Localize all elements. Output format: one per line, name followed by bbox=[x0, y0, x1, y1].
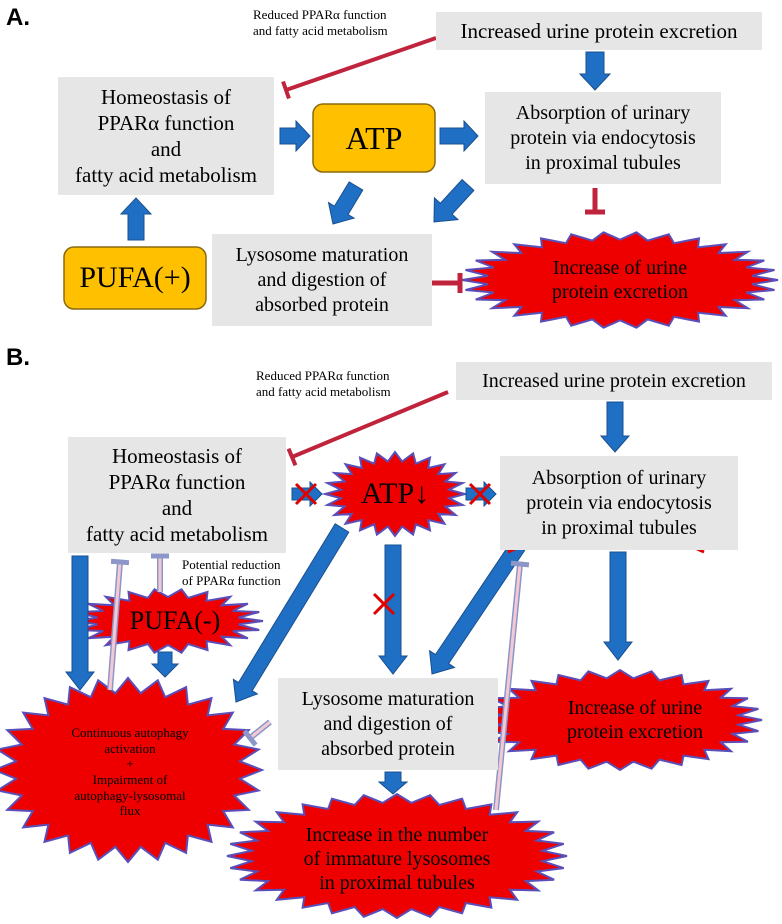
b-homeostasis-text: Homeostasis of PPARα function and fatty … bbox=[86, 443, 268, 547]
a-increased-urine-box: Increased urine protein excretion bbox=[436, 12, 762, 50]
a-arrow-top-to-absorption bbox=[578, 51, 612, 91]
a-atp-box bbox=[312, 103, 436, 173]
b-cross-atp-absorption-b bbox=[468, 482, 492, 506]
b-arrow-pufa-to-autophagy bbox=[150, 651, 180, 678]
a-arrow-pufa-to-homeo bbox=[119, 197, 153, 241]
b-atp-burst bbox=[321, 450, 469, 538]
b-reduced-note: Reduced PPARα function and fatty acid me… bbox=[256, 368, 391, 400]
b-arrow-atp-to-lysosome bbox=[377, 544, 409, 675]
a-increased-urine-text: Increased urine protein excretion bbox=[460, 18, 738, 43]
a-lysosome-box: Lysosome maturation and digestion of abs… bbox=[212, 234, 432, 326]
b-autophagy-burst bbox=[0, 676, 265, 864]
a-pufa-label: PUFA(+) bbox=[79, 261, 191, 294]
b-lysosome-text: Lysosome maturation and digestion of abs… bbox=[301, 687, 475, 760]
b-arrow-atp-to-autophagy bbox=[232, 523, 350, 703]
b-arrow-homeo-to-autophagy bbox=[64, 555, 96, 691]
b-increased-urine-box: Increased urine protein excretion bbox=[456, 362, 772, 400]
b-arrow-absorption-to-increase bbox=[602, 551, 634, 661]
a-arrow-homeo-to-atp bbox=[279, 119, 311, 153]
b-homeostasis-box: Homeostasis of PPARα function and fatty … bbox=[68, 437, 286, 553]
a-inhibit-to-homeostasis bbox=[285, 36, 437, 92]
b-inhibit-lysosome-to-autophagy-bar bbox=[242, 729, 258, 747]
a-atp-label: ATP bbox=[345, 119, 403, 156]
b-cross-homeo-atp-b bbox=[294, 482, 318, 506]
b-inhibit-immature-to-absorption-bar bbox=[510, 560, 530, 568]
a-homeostasis-box: Homeostasis of PPARα function and fatty … bbox=[58, 77, 274, 195]
a-arrow-absorption-to-lysosome bbox=[433, 178, 475, 223]
b-immature-burst bbox=[226, 792, 568, 920]
a-inhibit-to-homeostasis-bar bbox=[281, 80, 291, 100]
a-arrow-atp-to-absorption bbox=[439, 119, 479, 153]
b-increased-urine-text: Increased urine protein excretion bbox=[482, 369, 746, 392]
b-arrow-lysosome-to-immature bbox=[377, 771, 409, 795]
b-inhibit-to-homeostasis bbox=[291, 390, 449, 459]
panel-b-label: B. bbox=[6, 344, 30, 371]
a-arrow-atp-to-lysosome bbox=[327, 181, 364, 225]
b-inhibit-lysosome-to-autophagy bbox=[249, 720, 271, 740]
b-pufa-label: PUFA(-) bbox=[129, 606, 221, 636]
a-increase-label: Increase of urine protein excretion bbox=[551, 257, 689, 303]
b-potential-note: Potential reduction of PPARα function bbox=[182, 557, 281, 589]
b-increase-label: Increase of urine protein excretion bbox=[566, 697, 704, 743]
b-autophagy-label: Continuous autophagy activation + Impair… bbox=[71, 725, 189, 819]
a-pufa-box bbox=[63, 246, 207, 310]
b-absorption-box: Absorption of urinary protein via endocy… bbox=[500, 456, 738, 550]
a-lysosome-text: Lysosome maturation and digestion of abs… bbox=[235, 243, 409, 316]
b-immature-label: Increase in the number of immature lysos… bbox=[303, 824, 491, 894]
b-inhibit-to-homeostasis-bar bbox=[286, 447, 298, 467]
b-inhibit-immature-to-absorption bbox=[494, 563, 522, 811]
a-absorption-text: Absorption of urinary protein via endocy… bbox=[510, 101, 696, 174]
panel-a-label: A. bbox=[6, 4, 30, 31]
b-cross-atp-lysosome-b bbox=[372, 592, 396, 616]
b-arrow-top-to-absorption bbox=[599, 401, 631, 453]
b-atp-label: ATP↓ bbox=[360, 477, 430, 510]
b-arrow-absorption-to-lysosome bbox=[428, 540, 526, 675]
a-absorption-box: Absorption of urinary protein via endocy… bbox=[485, 92, 721, 184]
a-reduced-note: Reduced PPARα function and fatty acid me… bbox=[253, 7, 388, 39]
a-homeostasis-text: Homeostasis of PPARα function and fatty … bbox=[75, 84, 257, 188]
b-lysosome-box: Lysosome maturation and digestion of abs… bbox=[278, 678, 498, 770]
b-absorption-text: Absorption of urinary protein via endocy… bbox=[526, 466, 712, 539]
b-inhibit-autophagy-to-homeo bbox=[108, 561, 122, 691]
b-inhibit-autophagy-to-homeo-bar bbox=[110, 558, 130, 566]
